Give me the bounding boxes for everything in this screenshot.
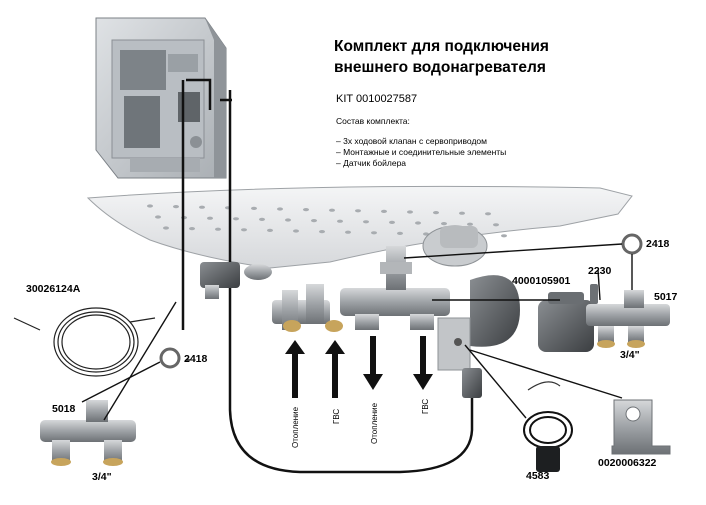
vent-hole bbox=[319, 230, 325, 234]
hydraulic-block bbox=[200, 225, 520, 398]
vent-hole bbox=[423, 232, 429, 236]
vent-hole bbox=[345, 230, 351, 234]
vent-hole bbox=[199, 205, 205, 209]
gasket-ring-right bbox=[621, 233, 643, 255]
vent-hole bbox=[467, 222, 473, 226]
leader-lines bbox=[81, 243, 633, 421]
label-2230: 2230 bbox=[588, 265, 612, 277]
vent-hole bbox=[485, 212, 491, 216]
contents-heading: Состав комплекта: bbox=[336, 116, 410, 126]
label-5018: 5018 bbox=[52, 403, 76, 415]
vent-hole bbox=[147, 204, 153, 208]
vent-hole bbox=[493, 223, 499, 227]
contents-item-1: – 3х ходовой клапан с сервоприводом bbox=[336, 136, 487, 146]
flow-label-heating-1: Отопление bbox=[291, 406, 300, 448]
vent-hole bbox=[337, 219, 343, 223]
label-4583: 4583 bbox=[526, 470, 550, 482]
vent-hole bbox=[363, 220, 369, 224]
boiler-body bbox=[86, 185, 633, 269]
label-5017: 5017 bbox=[654, 291, 678, 303]
label-size-left: 3/4" bbox=[92, 471, 112, 483]
vent-hole bbox=[389, 220, 395, 224]
vent-hole bbox=[267, 228, 273, 232]
label-2418-left: 2418 bbox=[184, 353, 208, 365]
boiler-sensor bbox=[523, 381, 573, 472]
flow-label-dhw-2: ГВС bbox=[421, 399, 430, 414]
fitting-5018 bbox=[40, 400, 136, 466]
vent-hole bbox=[277, 207, 283, 211]
gasket-ring-left bbox=[159, 347, 181, 369]
sensor-bracket bbox=[611, 399, 671, 455]
vent-hole bbox=[215, 227, 221, 231]
vent-hole bbox=[415, 221, 421, 225]
title-line-2: внешнего водонагревателя bbox=[334, 59, 546, 76]
coiled-cable bbox=[13, 307, 156, 377]
label-2418-right: 2418 bbox=[646, 238, 670, 250]
title-line-1: Комплект для подключения bbox=[334, 38, 549, 55]
vent-hole bbox=[189, 227, 195, 231]
control-box bbox=[95, 17, 227, 179]
vent-hole bbox=[381, 209, 387, 213]
valve-actuator-assembly bbox=[538, 284, 670, 352]
vent-hole bbox=[163, 226, 169, 230]
flow-label-dhw-1: ГВС bbox=[332, 409, 341, 424]
vent-hole bbox=[303, 208, 309, 212]
label-size-right: 3/4" bbox=[620, 349, 640, 361]
vent-hole bbox=[207, 216, 213, 220]
vent-hole bbox=[329, 208, 335, 212]
vent-hole bbox=[397, 231, 403, 235]
vent-hole bbox=[311, 219, 317, 223]
control-cables bbox=[181, 78, 474, 474]
vent-hole bbox=[233, 217, 239, 221]
vent-hole bbox=[371, 231, 377, 235]
vent-hole bbox=[441, 222, 447, 226]
vent-hole bbox=[433, 211, 439, 215]
vent-hole bbox=[155, 215, 161, 219]
vent-hole bbox=[241, 228, 247, 232]
contents-item-3: – Датчик бойлера bbox=[336, 158, 406, 168]
vent-hole bbox=[259, 217, 265, 221]
vent-hole bbox=[459, 211, 465, 215]
contents-item-2: – Монтажные и соединительные элементы bbox=[336, 147, 506, 157]
label-0020006322: 0020006322 bbox=[598, 457, 657, 469]
flow-arrows bbox=[285, 336, 433, 398]
vent-hole bbox=[407, 210, 413, 214]
label-30026124A: 30026124A bbox=[26, 283, 81, 295]
label-4000105901: 4000105901 bbox=[512, 275, 571, 287]
vent-hole bbox=[285, 218, 291, 222]
vent-hole bbox=[293, 229, 299, 233]
vent-hole bbox=[251, 206, 257, 210]
kit-code: KIT 0010027587 bbox=[336, 93, 417, 105]
vent-hole bbox=[173, 205, 179, 209]
flow-label-heating-2: Отопление bbox=[370, 402, 379, 444]
vent-hole bbox=[355, 209, 361, 213]
vent-hole bbox=[501, 234, 507, 238]
